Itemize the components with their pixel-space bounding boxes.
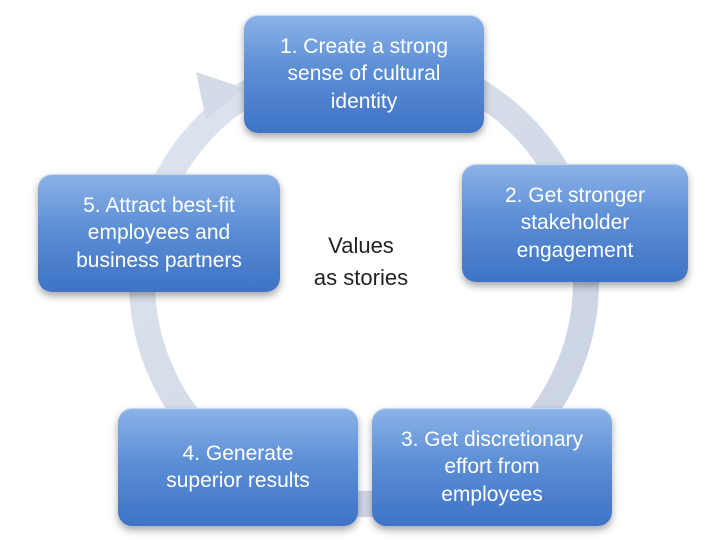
node-2-line-2: stakeholder (520, 211, 630, 235)
node-2-line-3: engagement (516, 238, 634, 262)
node-3-line-1: 3. Get discretionary (400, 428, 584, 452)
cycle-node-4: 4. Generate superior results (118, 408, 358, 526)
ring-arrowhead-icon (196, 72, 244, 120)
node-5-line-1: 5. Attract best-fit (83, 194, 235, 218)
center-label-line-2: as stories (313, 264, 409, 290)
node-1-line-2: sense of cultural (287, 62, 441, 86)
node-3-line-3: employees (441, 482, 543, 506)
node-3-line-2: effort from (444, 455, 540, 479)
node-4-line-2: superior results (166, 469, 310, 492)
node-5-line-3: business partners (76, 248, 242, 272)
node-1-line-1: 1. Create a strong (279, 35, 449, 59)
node-1-line-3: identity (330, 89, 398, 113)
cycle-node-3: 3. Get discretionary effort from employe… (372, 408, 612, 526)
node-2-line-1: 2. Get stronger (504, 184, 646, 208)
cycle-node-1: 1. Create a strong sense of cultural ide… (244, 15, 484, 133)
cycle-node-5: 5. Attract best-fit employees and busine… (38, 174, 280, 292)
node-4-line-1: 4. Generate (182, 441, 294, 465)
node-5-line-2: employees and (87, 221, 231, 245)
center-label: Values as stories (276, 230, 446, 294)
cycle-node-2: 2. Get stronger stakeholder engagement (462, 164, 688, 282)
center-label-line-1: Values (328, 233, 394, 258)
